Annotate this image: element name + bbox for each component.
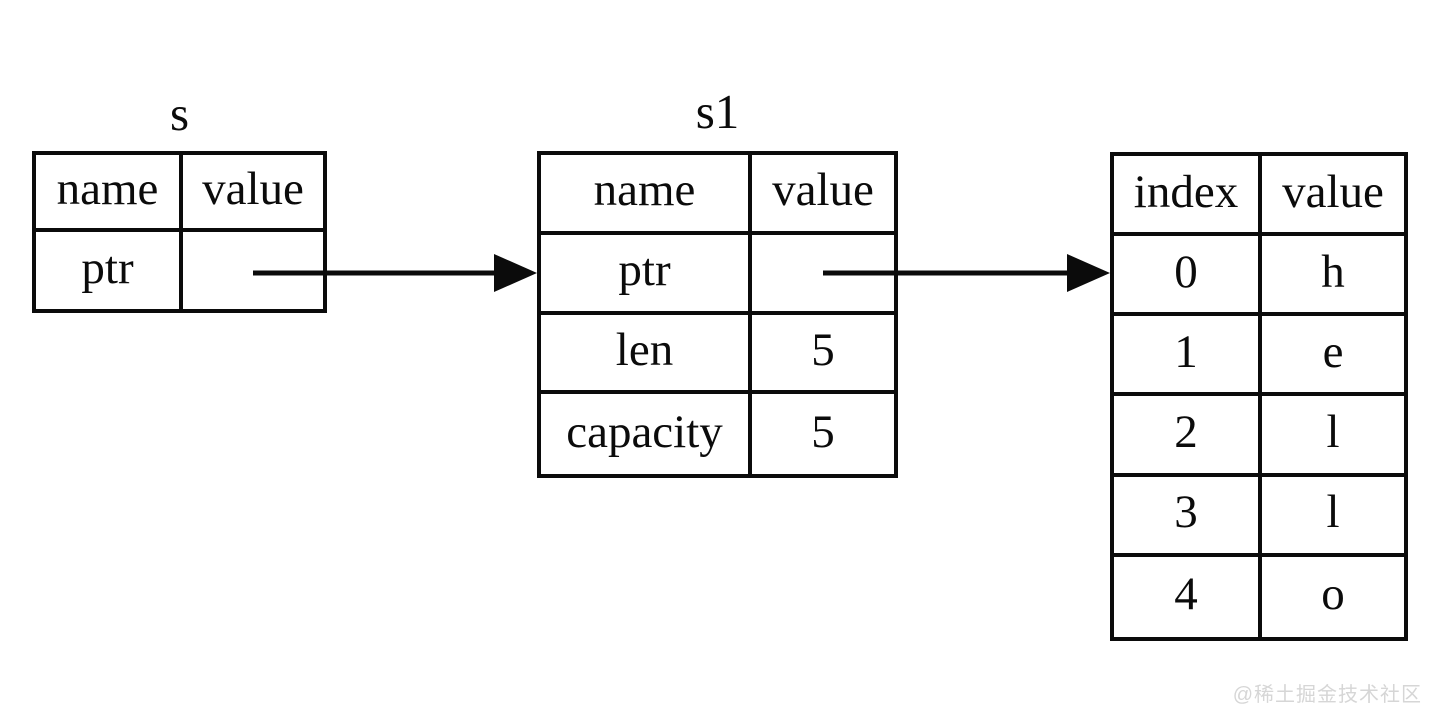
table-s-header-value: value xyxy=(183,155,323,232)
table-buffer-row2-value: l xyxy=(1262,396,1404,477)
table-s1-header-name: name xyxy=(541,155,752,235)
table-buffer-row1-index: 1 xyxy=(1114,316,1262,397)
watermark: @稀土掘金技术社区 xyxy=(1232,684,1422,706)
table-s1-title: s1 xyxy=(695,84,740,139)
table-buffer-row4-index: 4 xyxy=(1114,556,1262,637)
table-s-ptr-name-cell: ptr xyxy=(36,232,183,309)
table-s1-ptr-value-cell xyxy=(752,235,894,315)
arrowhead-icon xyxy=(1067,254,1110,292)
table-s1: name value ptr len 5 capacity 5 xyxy=(537,151,898,478)
table-s1-len-name-cell: len xyxy=(541,314,752,395)
table-buffer-header-value: value xyxy=(1262,156,1404,237)
table-s1-capacity-value-cell: 5 xyxy=(811,405,835,458)
table-s: name value ptr xyxy=(32,151,327,313)
table-s-header-name: name xyxy=(36,155,183,232)
table-buffer-row0-value: h xyxy=(1262,236,1404,317)
table-buffer-row3-index: 3 xyxy=(1114,476,1262,557)
table-s1-header-value: value xyxy=(752,155,894,235)
table-s1-len-value-cell: 5 xyxy=(752,315,894,395)
table-s-ptr-value-cell xyxy=(183,232,323,309)
table-buffer-row4-value: o xyxy=(1321,568,1345,621)
table-buffer-row3-value: l xyxy=(1262,477,1404,557)
arrowhead-icon xyxy=(494,254,537,292)
table-buffer-header-index: index xyxy=(1114,156,1262,237)
table-buffer-row2-index: 2 xyxy=(1114,396,1262,477)
table-buffer-row1-value: e xyxy=(1262,316,1404,397)
table-buffer-row0-index: 0 xyxy=(1114,236,1262,317)
table-s1-ptr-name-cell: ptr xyxy=(541,234,752,315)
table-s1-capacity-name-cell: capacity xyxy=(541,394,752,474)
table-s-title: s xyxy=(169,86,190,141)
table-buffer: index value 0 h 1 e 2 l 3 l 4 o xyxy=(1110,152,1408,641)
